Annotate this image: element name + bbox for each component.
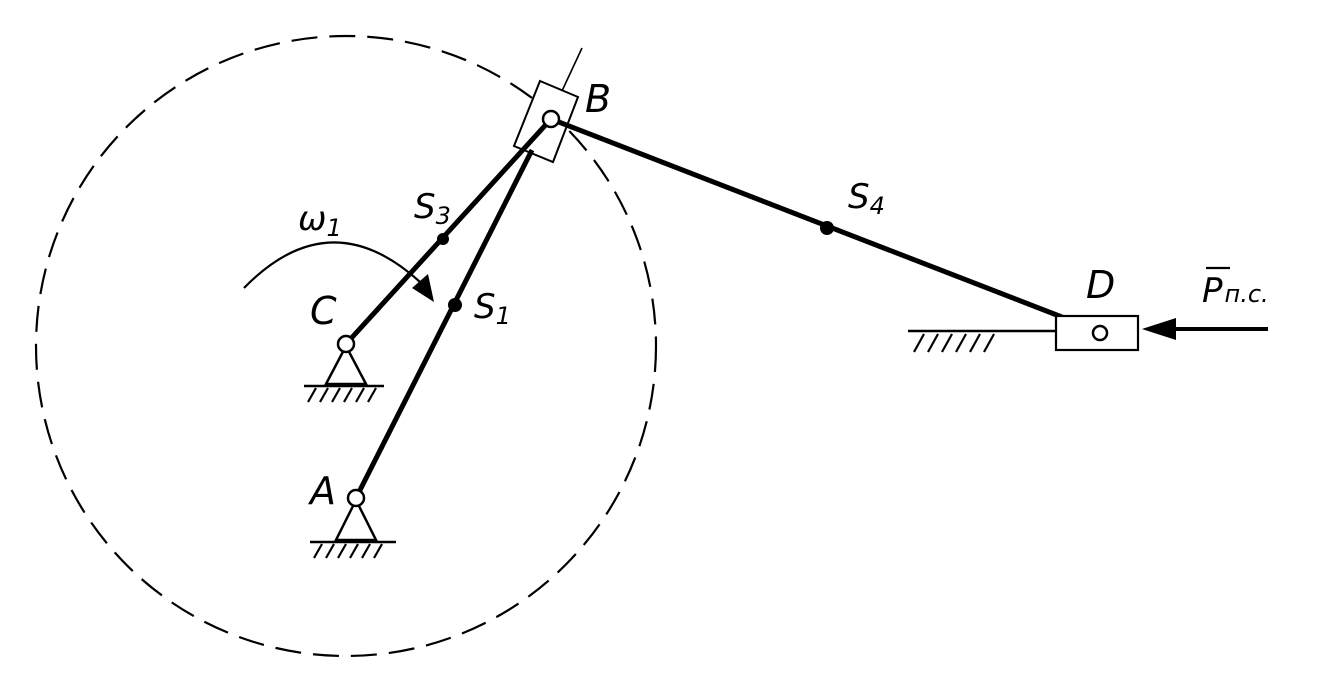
label-s4-main: S <box>848 177 870 217</box>
label-omega: ω1 <box>298 199 342 242</box>
pin-joint-icon <box>336 334 356 354</box>
label-c: C <box>310 289 337 333</box>
hatched-ground-icon <box>307 387 377 403</box>
hatched-ground-icon <box>313 543 383 559</box>
mass-center-s4 <box>820 221 834 235</box>
link-ab <box>353 148 535 500</box>
link-cb <box>344 117 553 346</box>
force-label-text: Pп.с. <box>1202 271 1269 311</box>
curved-arrow-icon <box>243 241 434 302</box>
label-s4: S4 <box>848 177 885 220</box>
label-a: A <box>307 469 336 513</box>
label-omega-main: ω <box>298 199 326 239</box>
label-s3-main: S <box>414 187 436 227</box>
label-s4-sub: 4 <box>870 192 885 220</box>
label-omega-sub: 1 <box>326 214 341 242</box>
pin-joint-icon <box>346 488 366 508</box>
ground-support-c <box>304 343 384 403</box>
label-s3-sub: 3 <box>436 202 451 230</box>
arrow-left-icon <box>1142 318 1268 340</box>
slider-guide-d <box>908 329 1058 353</box>
label-s1: S1 <box>474 287 511 330</box>
force-label: Pп.с. <box>1202 266 1269 311</box>
force-label-main: P <box>1202 271 1223 311</box>
hatched-ground-icon <box>913 333 995 353</box>
label-s3: S3 <box>414 187 451 230</box>
ground-support-a <box>310 497 396 559</box>
label-b: B <box>585 77 611 121</box>
force-label-sub: п.с. <box>1225 280 1269 308</box>
pin-joint-icon <box>1091 324 1109 342</box>
label-s1-sub: 1 <box>496 302 511 330</box>
mass-center-s3 <box>437 233 449 245</box>
label-s1-main: S <box>474 287 496 327</box>
label-d: D <box>1086 263 1115 307</box>
pin-joint-icon <box>541 109 561 129</box>
mass-center-s1 <box>448 298 462 312</box>
trajectory-circle <box>34 34 658 658</box>
